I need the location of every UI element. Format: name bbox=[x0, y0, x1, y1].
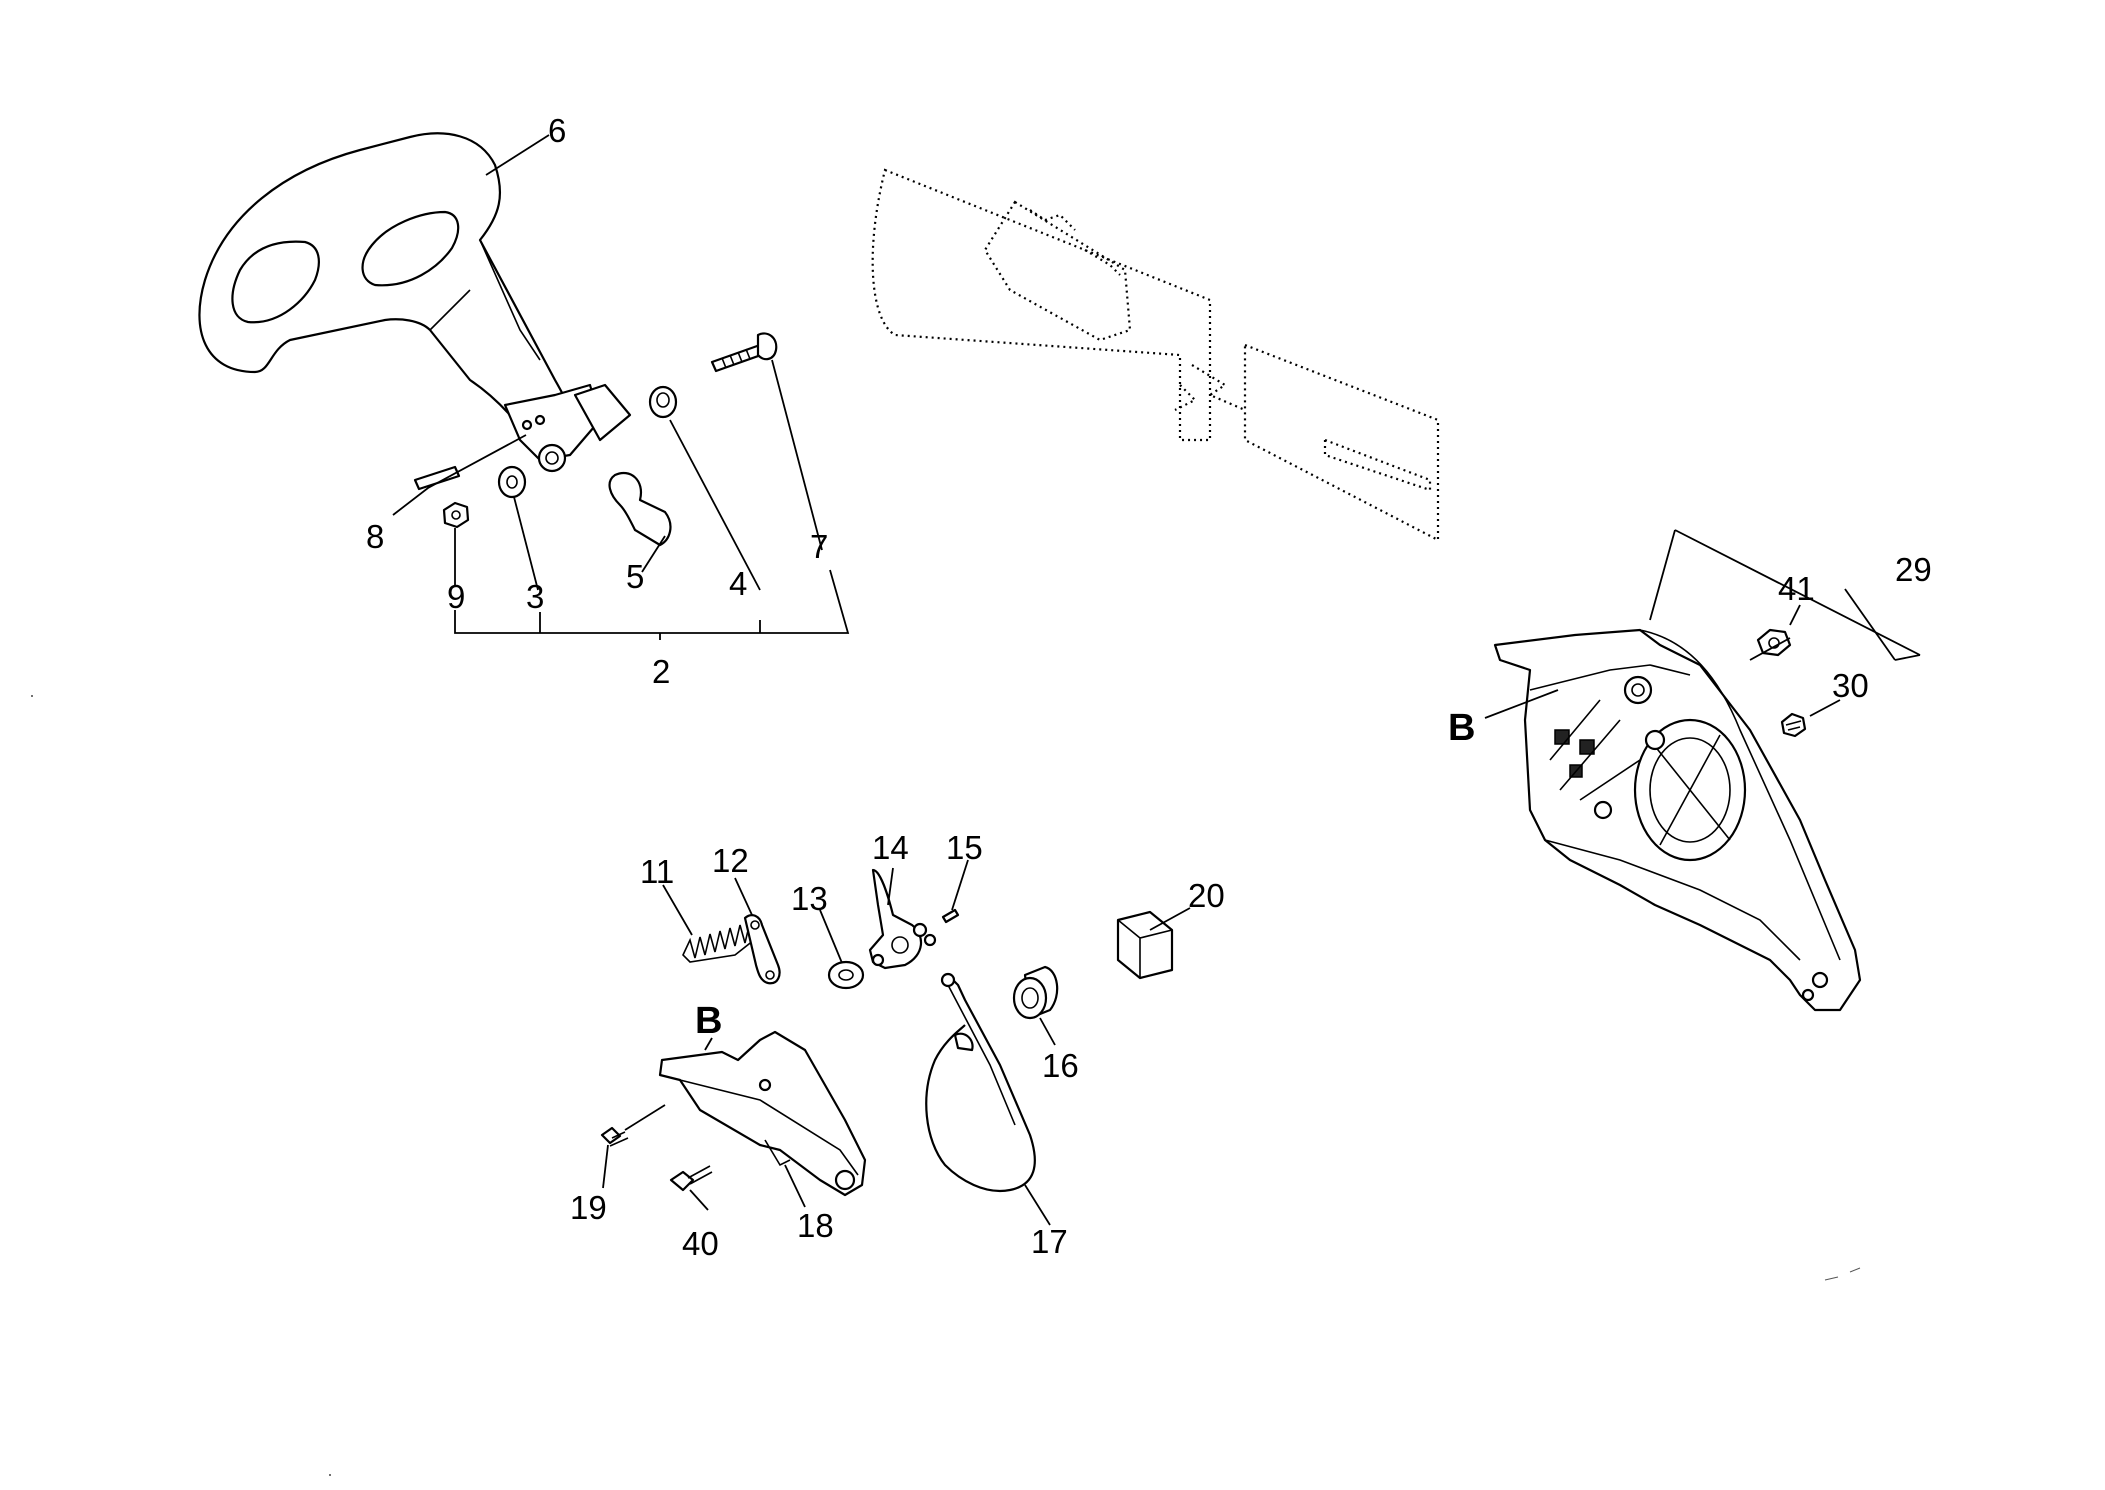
label-9: 9 bbox=[447, 578, 465, 615]
label-17: 17 bbox=[1031, 1223, 1068, 1260]
label-29: 29 bbox=[1895, 551, 1932, 588]
label-4: 4 bbox=[729, 565, 747, 602]
label-5: 5 bbox=[626, 558, 644, 595]
guide-bar-reference bbox=[871, 168, 1440, 542]
detail-marker-b-right: B bbox=[1448, 707, 1475, 749]
speck bbox=[1824, 1267, 1861, 1281]
label-2: 2 bbox=[652, 653, 670, 690]
pin bbox=[413, 465, 461, 491]
chain-brake-cover bbox=[1493, 628, 1862, 1012]
label-20: 20 bbox=[1188, 877, 1225, 914]
label-30: 30 bbox=[1832, 667, 1869, 704]
label-15: 15 bbox=[946, 829, 983, 866]
cover-hardware bbox=[1756, 628, 1807, 738]
part-labels: 6 8 9 3 5 4 7 2 29 41 30 11 12 13 14 15 … bbox=[366, 112, 1932, 1262]
label-16: 16 bbox=[1042, 1047, 1079, 1084]
label-19: 19 bbox=[570, 1189, 607, 1226]
handle-hardware bbox=[413, 332, 778, 547]
brake-parts bbox=[600, 868, 1174, 1197]
label-7: 7 bbox=[810, 528, 828, 565]
label-6: 6 bbox=[548, 112, 566, 149]
label-8: 8 bbox=[366, 518, 384, 555]
speck bbox=[329, 1474, 331, 1476]
label-3: 3 bbox=[526, 578, 544, 615]
front-handle-guard bbox=[198, 132, 632, 473]
leaders-top-left bbox=[392, 134, 850, 640]
nut bbox=[442, 501, 470, 529]
label-12: 12 bbox=[712, 842, 749, 879]
label-11: 11 bbox=[640, 853, 674, 890]
leaders-lower bbox=[602, 859, 1191, 1226]
label-13: 13 bbox=[791, 880, 828, 917]
label-41: 41 bbox=[1778, 570, 1815, 607]
label-14: 14 bbox=[872, 829, 909, 866]
speck bbox=[31, 695, 33, 697]
leaders-right bbox=[1484, 529, 1921, 719]
detail-marker-b-lower: B bbox=[695, 1000, 722, 1042]
label-40: 40 bbox=[682, 1225, 719, 1262]
label-18: 18 bbox=[797, 1207, 834, 1244]
